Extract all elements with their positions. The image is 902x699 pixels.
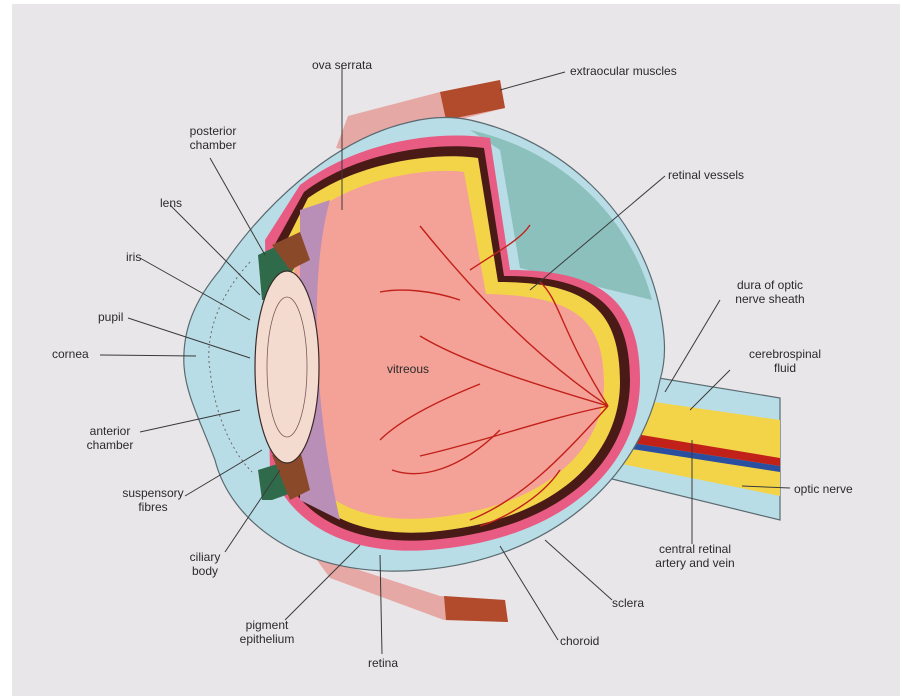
lens-shape <box>255 271 319 463</box>
label-optic-nerve: optic nerve <box>794 482 853 496</box>
label-pigment-epithelium: pigment epithelium <box>222 618 312 646</box>
label-dura-optic-nerve-sheath: dura of optic nerve sheath <box>715 278 825 306</box>
label-cerebrospinal-fluid: cerebrospinal fluid <box>730 347 840 375</box>
extraocular-muscle-bottom-belly <box>444 596 508 622</box>
label-sclera: sclera <box>612 596 644 610</box>
label-posterior-chamber: posterior chamber <box>168 124 258 152</box>
label-ova-serrata: ova serrata <box>302 58 382 72</box>
label-choroid: choroid <box>560 634 599 648</box>
label-cornea: cornea <box>52 347 89 361</box>
label-pupil: pupil <box>98 310 123 324</box>
label-ciliary-body: ciliary body <box>175 550 235 578</box>
label-vitreous: vitreous <box>387 362 429 376</box>
label-central-retinal-artery-vein: central retinal artery and vein <box>640 542 750 570</box>
label-retinal-vessels: retinal vessels <box>668 168 744 182</box>
label-suspensory-fibres: suspensory fibres <box>108 486 198 514</box>
label-retina: retina <box>368 656 398 670</box>
label-iris: iris <box>126 250 141 264</box>
label-anterior-chamber: anterior chamber <box>70 424 150 452</box>
label-lens: lens <box>160 196 182 210</box>
label-extraocular-muscles: extraocular muscles <box>570 64 677 78</box>
